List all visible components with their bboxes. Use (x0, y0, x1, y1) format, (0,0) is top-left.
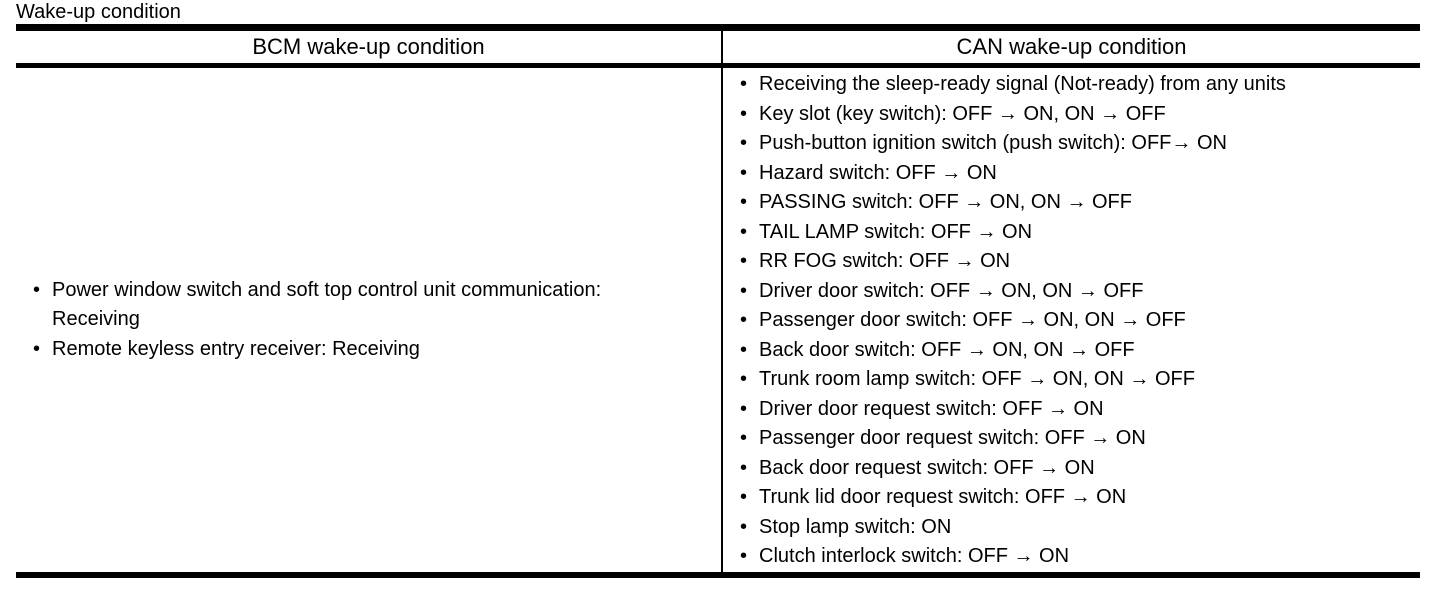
bullet-icon: • (740, 486, 748, 508)
list-item: • Passenger door switch: OFF → ON, ON → … (723, 306, 1420, 336)
list-item-text: Power window switch and soft top control… (52, 278, 602, 331)
bullet-icon: • (740, 545, 748, 567)
list-item-text: Key slot (key switch): OFF → ON, ON → OF… (759, 102, 1166, 125)
bullet-icon: • (740, 191, 748, 213)
list-item-text: Push-button ignition switch (push switch… (759, 132, 1227, 154)
bullet-icon: • (740, 515, 748, 538)
list-item: • TAIL LAMP switch: OFF → ON (723, 218, 1420, 248)
list-item-text: Back door request switch: OFF → ON (759, 456, 1095, 479)
bullet-icon: • (740, 279, 748, 302)
list-item-text: Remote keyless entry receiver: Receiving (52, 337, 420, 360)
list-item-text: Back door switch: OFF → ON, ON → OFF (759, 338, 1135, 361)
list-item-text: Trunk room lamp switch: OFF → ON, ON → O… (759, 368, 1195, 390)
list-item-text: TAIL LAMP switch: OFF → ON (759, 220, 1033, 243)
list-item-text: Hazard switch: OFF → ON (759, 161, 997, 184)
list-item-text: Receiving the sleep-ready signal (Not-re… (759, 73, 1286, 95)
list-item-text: Driver door switch: OFF → ON, ON → OFF (759, 279, 1144, 302)
bullet-icon: • (740, 220, 748, 243)
page-title: Wake-up condition (16, 1, 181, 23)
list-item-text: RR FOG switch: OFF → ON (759, 250, 1011, 272)
list-item: • Trunk room lamp switch: OFF → ON, ON →… (723, 365, 1420, 395)
bcm-wakeup-condition-cell: • Power window switch and soft top contr… (16, 68, 723, 572)
list-item-text: Passenger door switch: OFF → ON, ON → OF… (759, 309, 1186, 331)
bullet-icon: • (33, 278, 41, 301)
bullet-icon: • (740, 250, 748, 272)
list-item: • RR FOG switch: OFF → ON (723, 247, 1420, 277)
bullet-icon: • (740, 73, 748, 95)
bullet-icon: • (740, 132, 748, 154)
list-item-text: Stop lamp switch: ON (759, 515, 952, 538)
bullet-icon: • (740, 309, 748, 331)
bullet-icon: • (740, 427, 748, 449)
list-item: • Key slot (key switch): OFF → ON, ON → … (723, 100, 1420, 130)
list-item-text: Driver door request switch: OFF → ON (759, 397, 1104, 420)
list-item-text: Passenger door request switch: OFF → ON (759, 427, 1146, 449)
bullet-icon: • (740, 397, 748, 420)
list-item-text: Trunk lid door request switch: OFF → ON (759, 486, 1127, 508)
list-item: • Power window switch and soft top contr… (16, 276, 721, 335)
list-item: • Push-button ignition switch (push swit… (723, 129, 1420, 159)
can-condition-list: • Receiving the sleep-ready signal (Not-… (723, 70, 1420, 572)
list-item: • Stop lamp switch: ON (723, 513, 1420, 543)
table-header-row: BCM wake-up condition CAN wake-up condit… (16, 31, 1420, 68)
bullet-icon: • (740, 456, 748, 479)
list-item: • Back door switch: OFF → ON, ON → OFF (723, 336, 1420, 366)
table-body-row: • Power window switch and soft top contr… (16, 68, 1420, 572)
list-item: • Remote keyless entry receiver: Receivi… (16, 335, 721, 365)
list-item-text: Clutch interlock switch: OFF → ON (759, 545, 1070, 567)
list-item: • Trunk lid door request switch: OFF → O… (723, 483, 1420, 513)
can-wakeup-condition-cell: • Receiving the sleep-ready signal (Not-… (723, 68, 1420, 572)
list-item: • PASSING switch: OFF → ON, ON → OFF (723, 188, 1420, 218)
bullet-icon: • (740, 102, 748, 125)
list-item: • Driver door switch: OFF → ON, ON → OFF (723, 277, 1420, 307)
bullet-icon: • (740, 338, 748, 361)
list-item: • Driver door request switch: OFF → ON (723, 395, 1420, 425)
column-header-bcm-wakeup-condition: BCM wake-up condition (16, 31, 723, 63)
bullet-icon: • (740, 368, 748, 390)
list-item: • Hazard switch: OFF → ON (723, 159, 1420, 189)
bullet-icon: • (740, 161, 748, 184)
list-item: • Passenger door request switch: OFF → O… (723, 424, 1420, 454)
column-header-can-wakeup-condition: CAN wake-up condition (956, 34, 1187, 59)
bcm-condition-list: • Power window switch and soft top contr… (16, 276, 721, 365)
bullet-icon: • (33, 337, 41, 360)
list-item: • Back door request switch: OFF → ON (723, 454, 1420, 484)
list-item: • Clutch interlock switch: OFF → ON (723, 542, 1420, 572)
list-item: • Receiving the sleep-ready signal (Not-… (723, 70, 1420, 100)
wakeup-condition-table: BCM wake-up condition CAN wake-up condit… (16, 24, 1420, 578)
list-item-text: PASSING switch: OFF → ON, ON → OFF (759, 191, 1132, 213)
